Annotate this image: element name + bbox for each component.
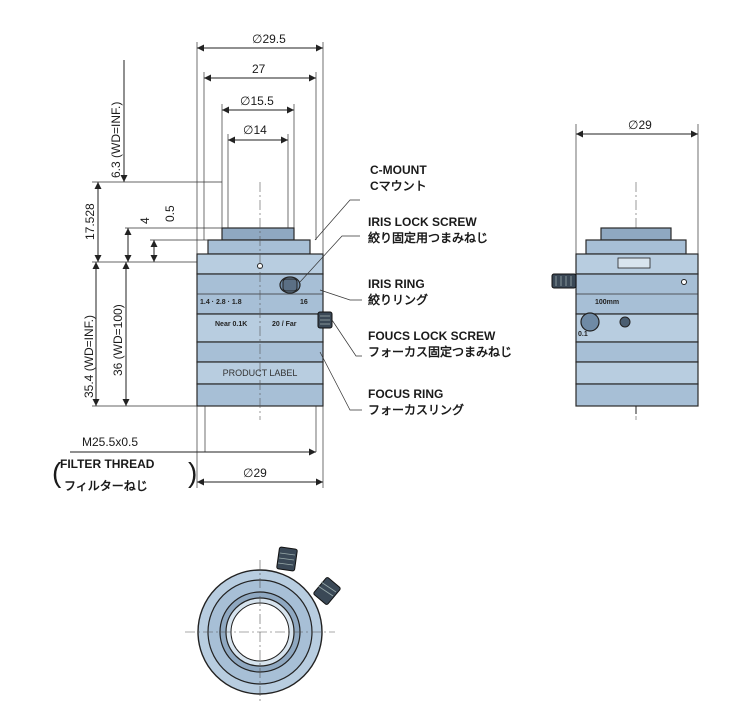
dim-6-3: 6.3 (WD=INF.) (109, 102, 123, 178)
side-iris-screw[interactable] (551, 273, 577, 289)
dim-4: 4 (138, 217, 152, 224)
top-dimensions: ∅29.5 27 ∅15.5 ∅14 (196, 32, 324, 254)
callout-iris-lock-en: IRIS LOCK SCREW (368, 215, 477, 229)
side-view: ∅29 100mm 0.1 (551, 118, 699, 420)
far-mark: 20 / Far (272, 321, 297, 328)
mount-flange (207, 239, 311, 255)
dim-0-5: 0.5 (163, 205, 177, 222)
side-mark-1: 100mm (595, 299, 619, 306)
callout-focus-lock-en: FOUCS LOCK SCREW (368, 329, 496, 343)
dim-27: 27 (252, 62, 266, 76)
filter-thread-jp: フィルターねじ (64, 479, 148, 493)
iris-lock-screw[interactable] (279, 276, 301, 294)
side-mark-2: 0.1 (578, 331, 588, 338)
paren-left: ( (52, 457, 62, 488)
focus-lock-screw[interactable] (317, 311, 333, 329)
f-range-mark: 1.4 · 2.8 · 1.8 (200, 299, 242, 306)
bottom-dimensions: M25.5x0.5 FILTER THREAD フィルターねじ ( ) ∅29 (52, 406, 324, 493)
bottom-screw-top[interactable] (276, 546, 298, 572)
side-dot (681, 279, 687, 285)
dim-29-bottom: ∅29 (243, 466, 267, 480)
dim-35-4: 35.4 (WD=INF.) (82, 315, 96, 398)
callout-iris-ring-en: IRIS RING (368, 277, 425, 291)
dim-14: ∅14 (243, 123, 267, 137)
dim-29-5: ∅29.5 (252, 32, 286, 46)
callout-iris-lock-jp: 絞り固定用つまみねじ (368, 230, 488, 245)
product-label-text: PRODUCT LABEL (223, 368, 298, 378)
dim-17-528: 17.528 (83, 203, 97, 240)
dim-filter: M25.5x0.5 (82, 435, 138, 449)
callout-cmount-en: C-MOUNT (370, 163, 427, 177)
side-focus-screw[interactable] (580, 312, 600, 332)
callout-cmount-jp: Cマウント (370, 179, 427, 193)
callout-focus-lock-jp: フォーカス固定つまみねじ (368, 344, 512, 359)
f-max-mark: 16 (300, 299, 308, 306)
paren-right: ) (188, 457, 197, 488)
left-dimensions: 6.3 (WD=INF.) 17.528 4 0.5 35.4 (WD=INF.… (82, 60, 222, 407)
c-mount-thread (221, 227, 295, 241)
bottom-screw-right[interactable] (313, 577, 341, 605)
filter-thread-en: FILTER THREAD (60, 457, 155, 471)
callout-iris-ring-jp: 絞りリング (368, 292, 428, 307)
dim-29-side: ∅29 (628, 118, 652, 132)
callout-leaders (299, 199, 362, 411)
front-view: 1.4 · 2.8 · 1.8 16 Near 0.1K 20 / Far PR… (196, 182, 333, 420)
near-mark: Near 0.1K (215, 321, 247, 328)
callouts: C-MOUNT Cマウント IRIS LOCK SCREW 絞り固定用つまみねじ… (368, 163, 512, 417)
callout-focus-ring-jp: フォーカスリング (368, 402, 464, 417)
bottom-view (185, 546, 341, 704)
callout-focus-ring-en: FOCUS RING (368, 387, 443, 401)
side-pin (619, 316, 631, 328)
dim-36: 36 (WD=100) (111, 304, 125, 376)
dim-15-5: ∅15.5 (240, 94, 274, 108)
